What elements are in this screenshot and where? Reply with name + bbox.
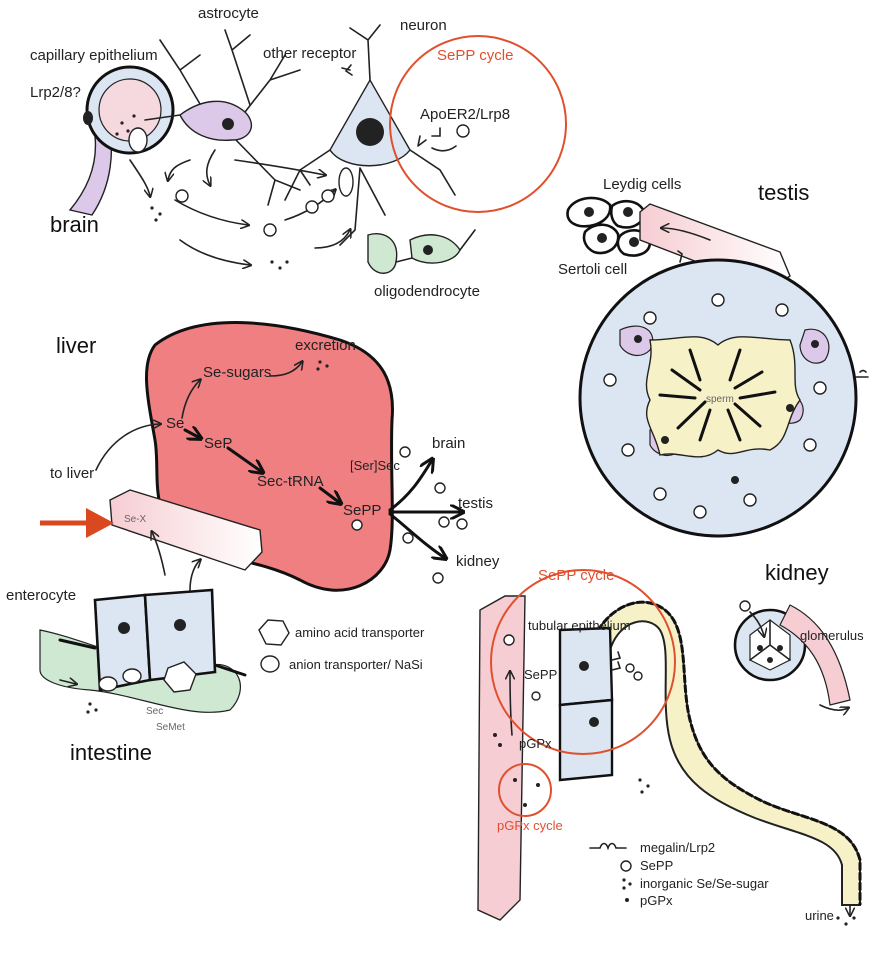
kidney-label: kidney — [765, 560, 829, 585]
ser-sec-label: [Ser]Sec — [350, 458, 400, 473]
intestine-label: intestine — [70, 740, 152, 765]
enterocyte-label: enterocyte — [6, 587, 76, 604]
tubular-cell — [560, 700, 612, 780]
anion-transporter-legend: anion transporter/ NaSi — [289, 657, 423, 672]
se-x-label: Se-X — [124, 514, 147, 525]
receptor-vesicle — [339, 168, 353, 196]
legend-pgpx: pGPx — [640, 893, 673, 908]
legend-inorganic: inorganic Se/Se-sugar — [640, 876, 769, 891]
target-testis-label: testis — [458, 495, 493, 512]
pgpx-cycle-label: pGPx cycle — [497, 818, 563, 833]
legend-sepp: SePP — [640, 858, 673, 873]
to-liver-label: to liver — [50, 465, 94, 482]
legend-megalin: megalin/Lrp2 — [640, 840, 715, 855]
input-arrow-icon — [86, 508, 114, 538]
se-sugars-label: Se-sugars — [203, 364, 271, 381]
sepp-icon — [621, 861, 631, 871]
lrp-label: Lrp2/8? — [30, 84, 81, 101]
anion-transporter — [99, 677, 117, 691]
brain-section: astrocyte neuron other receptor oligoden… — [30, 5, 566, 300]
liver-sepp-label: SePP — [343, 502, 381, 519]
neuron-label: neuron — [400, 17, 447, 34]
oval-icon — [261, 656, 279, 672]
peritubular-capillary — [478, 596, 525, 920]
sertoli-label: Sertoli cell — [558, 261, 627, 278]
sec-trna-label: Sec-tRNA — [257, 473, 324, 490]
liver-label: liver — [56, 333, 96, 358]
excretion-label: excretion — [295, 337, 356, 354]
kidney-sepp-cycle-label: SePP cycle — [538, 567, 614, 584]
transporter-legend: amino acid transporter anion transporter… — [259, 620, 425, 672]
capillary-lumen — [99, 79, 161, 141]
oligodendrocyte-label: oligodendrocyte — [374, 283, 480, 300]
sec-label: Sec — [146, 706, 163, 717]
brain-sepp-cycle-label: SePP cycle — [437, 47, 513, 64]
neuron-nucleus — [356, 118, 384, 146]
anion-transporter — [123, 669, 141, 683]
hexagon-icon — [259, 620, 289, 645]
kidney-sepp-label: SePP — [524, 667, 557, 682]
liver-organ — [146, 323, 392, 591]
glomerulus-label: glomerulus — [800, 628, 864, 643]
target-brain-label: brain — [432, 435, 465, 452]
megalin-icon — [590, 844, 626, 849]
liver-section: liver Se-sugars Se SeP Sec-tRNA [Ser]Sec… — [50, 323, 500, 591]
urine-label: urine — [805, 908, 834, 923]
astrocyte-label: astrocyte — [198, 5, 259, 22]
leydig-label: Leydig cells — [603, 176, 681, 193]
oligodendrocyte-process — [368, 234, 397, 274]
amino-transporter-legend: amino acid transporter — [295, 625, 425, 640]
kidney-legend: megalin/Lrp2 SePP inorganic Se/Se-sugar … — [590, 840, 769, 908]
pgpx-label: pGPx — [519, 736, 552, 751]
oligodendrocyte-body — [410, 235, 460, 263]
pgpx-dot-icon — [625, 898, 629, 902]
other-receptor-label: other receptor — [263, 45, 356, 62]
anion-transporter — [129, 128, 147, 152]
intestine-section: Se-X enterocyte Sec SeMet intestine — [6, 490, 262, 765]
apoer2-label: ApoER2/Lrp8 — [420, 106, 510, 123]
semet-label: SeMet — [156, 722, 185, 733]
testis-section: testis Leydig cells Sertoli cell sperm — [558, 176, 868, 536]
brain-label: brain — [50, 212, 99, 237]
testis-label: testis — [758, 180, 809, 205]
nucleus-dot — [83, 111, 93, 125]
target-kidney-label: kidney — [456, 553, 500, 570]
tubular-label: tubular epithelium — [528, 618, 631, 633]
capillary-label: capillary epithelium — [30, 47, 158, 64]
astrocyte-body — [180, 101, 251, 140]
sperm-label: sperm — [706, 394, 734, 405]
